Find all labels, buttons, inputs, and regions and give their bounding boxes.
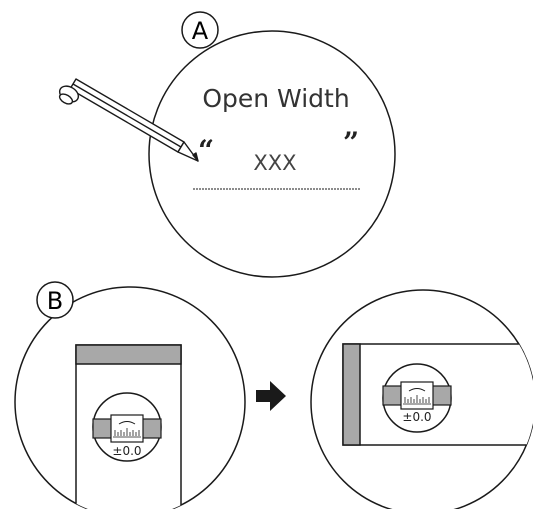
quote-open: “ xyxy=(198,134,214,167)
spirit-level-icon: ±0.0 xyxy=(92,392,162,462)
panel-a: A Open Width “ ” XXX xyxy=(58,11,396,278)
panel-b-label: B xyxy=(47,287,63,315)
panel-a-badge xyxy=(181,11,219,49)
panel-a-circle xyxy=(148,30,396,278)
open-width-heading: Open Width xyxy=(202,84,349,113)
pencil-icon xyxy=(58,78,199,162)
level-reading-right: ±0.0 xyxy=(402,410,431,424)
panel-b-right: ±0.0 xyxy=(310,289,533,509)
panel-a-label: A xyxy=(192,17,209,45)
arrow-right-icon xyxy=(256,381,286,411)
level-reading-left: ±0.0 xyxy=(112,444,141,458)
width-value: XXX xyxy=(253,151,296,175)
panel-b-left: ±0.0 B xyxy=(14,281,246,509)
spirit-level-icon: ±0.0 xyxy=(382,363,452,433)
quote-close: ” xyxy=(343,126,359,159)
panel-b-badge xyxy=(36,281,74,319)
